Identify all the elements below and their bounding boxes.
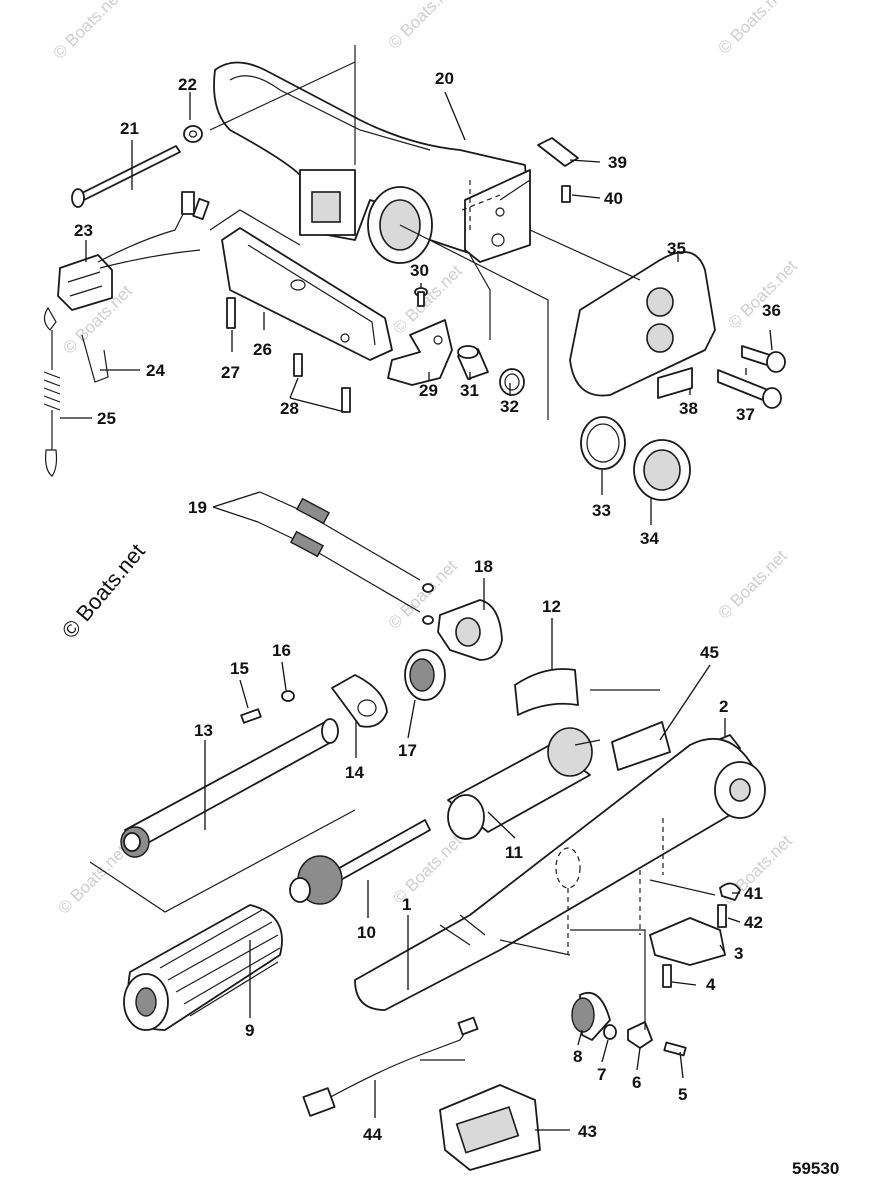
part-number-labels: 20 21 22 23 24 25 26 27 28 29 30 31 32 3… bbox=[74, 69, 839, 1178]
label-40: 40 bbox=[604, 189, 623, 208]
tiller-grip-part bbox=[123, 904, 283, 1031]
label-10: 10 bbox=[357, 923, 376, 942]
label-43: 43 bbox=[578, 1122, 597, 1141]
label-16: 16 bbox=[272, 641, 291, 660]
washer-part bbox=[183, 125, 203, 143]
label-18: 18 bbox=[474, 557, 493, 576]
label-29: 29 bbox=[419, 381, 438, 400]
label-11: 11 bbox=[505, 843, 523, 862]
label-32: 32 bbox=[500, 397, 519, 416]
assembly-lines-lower bbox=[89, 689, 716, 1030]
label-38: 38 bbox=[679, 399, 698, 418]
label-25: 25 bbox=[97, 409, 116, 428]
label-20: 20 bbox=[435, 69, 454, 88]
diagram-reference-number: 59530 bbox=[792, 1159, 839, 1178]
throttle-shaft-part bbox=[120, 718, 339, 858]
label-30: 30 bbox=[410, 261, 429, 280]
plate-part bbox=[537, 137, 579, 203]
label-2: 2 bbox=[719, 697, 728, 716]
label-5: 5 bbox=[678, 1085, 687, 1104]
watermark-faint: © Boats.net bbox=[384, 0, 461, 53]
watermark-faint: © Boats.net bbox=[724, 256, 801, 333]
screw-part bbox=[414, 287, 428, 307]
retaining-ring-part bbox=[499, 368, 525, 396]
label-9: 9 bbox=[245, 1021, 254, 1040]
label-4: 4 bbox=[706, 975, 716, 994]
label-6: 6 bbox=[632, 1073, 641, 1092]
friction-gear-part bbox=[404, 649, 446, 701]
watermark-faint: © Boats.net bbox=[49, 0, 126, 63]
shift-shaft-part bbox=[289, 819, 431, 905]
label-17: 17 bbox=[398, 741, 417, 760]
leader-lines bbox=[60, 91, 773, 1131]
label-12: 12 bbox=[542, 597, 561, 616]
lever-part bbox=[387, 319, 453, 386]
watermark-faint: © Boats.net bbox=[714, 546, 791, 623]
label-1: 1 bbox=[402, 895, 411, 914]
label-35: 35 bbox=[667, 239, 686, 258]
bushing-part bbox=[457, 345, 489, 380]
friction-plate-part bbox=[331, 674, 388, 728]
label-41: 41 bbox=[744, 884, 763, 903]
bracket-cover-part bbox=[221, 227, 393, 361]
watermark-faint: © Boats.net bbox=[54, 841, 131, 918]
label-13: 13 bbox=[194, 721, 213, 740]
label-3: 3 bbox=[734, 944, 743, 963]
wiring-harness-part bbox=[302, 1016, 479, 1117]
tiller-arm-part bbox=[354, 737, 766, 1011]
label-45: 45 bbox=[700, 643, 719, 662]
label-23: 23 bbox=[74, 221, 93, 240]
label-31: 31 bbox=[460, 381, 479, 400]
lanyard-part bbox=[43, 306, 61, 477]
screw-part bbox=[226, 297, 351, 413]
label-27: 27 bbox=[221, 363, 240, 382]
throttle-cable-part bbox=[257, 491, 434, 625]
label-22: 22 bbox=[178, 75, 197, 94]
label-7: 7 bbox=[597, 1065, 606, 1084]
bushing-part bbox=[633, 439, 691, 501]
label-33: 33 bbox=[592, 501, 611, 520]
watermark-faint: © Boats.net bbox=[714, 0, 791, 58]
clip-part bbox=[717, 882, 741, 928]
label-34: 34 bbox=[640, 529, 659, 548]
throttle-tube-part bbox=[447, 727, 593, 840]
friction-knob-part bbox=[571, 991, 687, 1057]
decal-part bbox=[657, 367, 693, 399]
label-42: 42 bbox=[744, 913, 763, 932]
label-37: 37 bbox=[736, 405, 755, 424]
tiller-bracket-part bbox=[209, 45, 531, 264]
label-24: 24 bbox=[146, 361, 165, 380]
label-39: 39 bbox=[608, 153, 627, 172]
label-21: 21 bbox=[120, 119, 139, 138]
switch-housing-part bbox=[439, 1084, 541, 1171]
bracket-part bbox=[649, 917, 726, 988]
label-36: 36 bbox=[762, 301, 781, 320]
label-15: 15 bbox=[230, 659, 249, 678]
decal-part bbox=[611, 721, 671, 771]
label-8: 8 bbox=[573, 1047, 582, 1066]
label-14: 14 bbox=[345, 763, 364, 782]
assembly-lines bbox=[209, 179, 641, 420]
bolt-part bbox=[717, 345, 786, 409]
bolt-part bbox=[71, 145, 181, 208]
label-28: 28 bbox=[280, 399, 299, 418]
label-19: 19 bbox=[188, 498, 207, 517]
thrust-washer-part bbox=[580, 416, 626, 470]
sleeve-part bbox=[514, 668, 579, 716]
side-plate-part bbox=[569, 251, 716, 397]
grip-cap-part bbox=[437, 599, 503, 661]
screw-part bbox=[240, 690, 295, 724]
clip-part bbox=[81, 334, 109, 383]
label-44: 44 bbox=[363, 1125, 382, 1144]
watermark-main: © Boats.net bbox=[57, 539, 150, 643]
label-26: 26 bbox=[253, 340, 272, 359]
kill-switch-part bbox=[57, 191, 210, 311]
